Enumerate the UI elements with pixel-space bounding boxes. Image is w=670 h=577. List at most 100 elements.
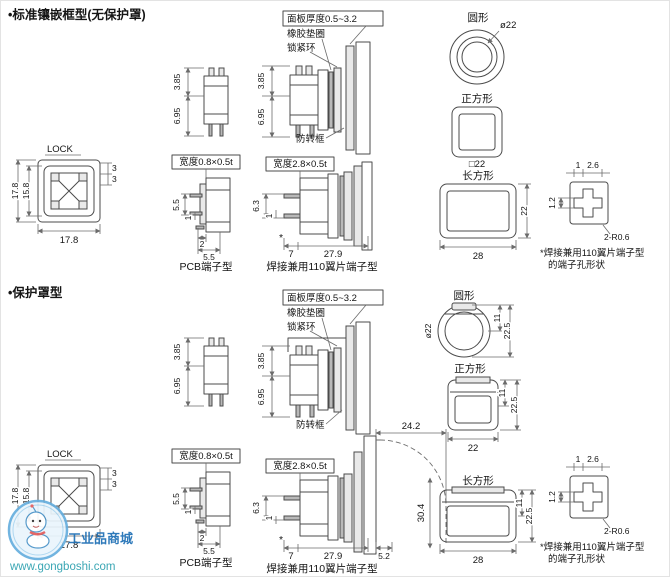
dim-6-3: 6.3: [251, 200, 261, 212]
dim-1: 1: [183, 215, 193, 220]
mascot-scarf: [29, 530, 46, 536]
lock-ring: [333, 347, 342, 413]
callout-box: [282, 10, 384, 27]
rubber-gasket-label: 橡胶垫圈: [287, 28, 325, 40]
inner-square: [454, 395, 492, 424]
std-solder-terminal-view: 宽度2.8×0.5t * 6.3 1 7 27.9 焊接兼用110翼片端子型: [250, 156, 378, 273]
lock-ring-label: 锁紧环: [287, 321, 316, 333]
bezel-outline: [37, 159, 101, 223]
terminal-outline: [569, 181, 609, 225]
lock-label: LOCK: [47, 449, 74, 460]
dim-2: 2: [200, 239, 205, 249]
dim-3: 3: [112, 174, 117, 184]
mascot-antenna: [32, 506, 37, 513]
ext-lines: [558, 463, 611, 529]
pcb-type-label: PCB端子型: [179, 260, 232, 273]
inner-rect: [446, 505, 510, 537]
lock-ring: [333, 67, 342, 133]
dim-17-8: 17.8: [60, 540, 79, 551]
mascot-antenna-dot: [30, 504, 34, 508]
dim-sq22: □22: [469, 159, 485, 170]
switch-body: [203, 345, 229, 395]
gasket: [339, 477, 345, 539]
solder-type-label: 焊接兼用110翼片端子型: [266, 260, 377, 273]
solder-width-label: 宽度2.8×0.5t: [273, 460, 327, 472]
cov-assembly-view: 3.85 6.95 防转框: [255, 321, 371, 435]
button-nub: [305, 65, 313, 76]
pcb-pin: [195, 519, 205, 524]
solder-lug: [283, 193, 301, 199]
dim-5-5: 5.5: [171, 199, 181, 211]
dim-2-6: 2.6: [587, 454, 599, 464]
dim-3-85: 3.85: [256, 72, 266, 89]
cov-terminal-hole-detail: 1 2.6 1.2 2-R0.6 *焊接兼用110翼片端子型 的端子孔形状: [540, 453, 645, 566]
section-cover: •保护罩型 面板厚度0.5~3.2 橡胶垫圈 锁紧环 3.8: [8, 285, 645, 575]
cover-hinge: [451, 486, 505, 494]
solder-width-label: 宽度2.8×0.5t: [273, 158, 327, 170]
dim-22-5: 22.5: [524, 507, 534, 524]
pcb-pin: [189, 211, 203, 216]
dim-6-3: 6.3: [251, 502, 261, 514]
pcb-pin: [195, 225, 205, 230]
dia-leader: [487, 30, 500, 44]
dim-1: 1: [264, 213, 274, 218]
dim-6-95: 6.95: [256, 108, 266, 125]
frame: [327, 475, 339, 541]
frame: [317, 349, 329, 411]
ext-lines: [558, 169, 611, 235]
button-nub: [218, 67, 225, 77]
cover-swing-arc: [376, 439, 447, 545]
dim-3: 3: [112, 479, 117, 489]
dim-27-9: 27.9: [324, 551, 343, 562]
dim-17-8: 17.8: [10, 487, 20, 504]
gasket: [339, 175, 345, 237]
body-lines: [290, 84, 318, 116]
asterisk-marker: *: [279, 232, 283, 244]
pcb-type-label: PCB端子型: [179, 556, 232, 569]
contact: [50, 172, 60, 182]
dim-1: 1: [576, 160, 581, 170]
square-label: 正方形: [461, 92, 493, 105]
mount-plate: [361, 161, 373, 251]
solder-lug: [283, 495, 301, 501]
body-lines: [204, 85, 228, 115]
dim-2-r0-6: 2-R0.6: [604, 232, 630, 242]
note-line1: *焊接兼用110翼片端子型: [540, 541, 645, 553]
mascot-head: [25, 511, 47, 533]
cov-pcb-terminal-view: 宽度0.8×0.5t 5.5 1 2 5.5 PCB端子型: [170, 448, 241, 569]
dim-6-95: 6.95: [256, 388, 266, 405]
lock-label: LOCK: [47, 144, 74, 155]
rectangle-label: 长方形: [462, 474, 494, 487]
watermark-url: www.gongboshi.com: [9, 561, 115, 573]
frame: [317, 69, 329, 131]
note-line1: *焊接兼用110翼片端子型: [540, 247, 645, 259]
dim-11: 11: [492, 313, 502, 322]
bezel-outline: [37, 464, 101, 528]
dim-27-9: 27.9: [324, 249, 343, 260]
button-nub: [295, 65, 303, 76]
ext-lines: [262, 65, 290, 138]
inner-rect: [446, 190, 510, 232]
button-nub: [208, 337, 215, 347]
panel-plate: [353, 451, 363, 553]
watermark-logo: 工业品商城 www.gongboshi.com: [7, 499, 133, 573]
dim-28: 28: [473, 251, 484, 262]
panel-plate: [353, 165, 363, 247]
button-outline: [43, 165, 95, 217]
section-title-cover: •保护罩型: [8, 285, 63, 300]
dim-22-5: 22.5: [509, 396, 519, 413]
terminal-pin: [219, 393, 224, 407]
contact: [78, 172, 88, 182]
contact: [78, 477, 88, 487]
contact: [50, 200, 60, 210]
std-callouts: 面板厚度0.5~3.2 橡胶垫圈 锁紧环: [282, 10, 384, 71]
std-shape-rectangle: 长方形 28 22: [439, 169, 531, 262]
pcb-width-label: 宽度0.8×0.5t: [179, 156, 233, 168]
std-shape-square: 正方形 □22: [451, 92, 503, 170]
lock-ring-label: 锁紧环: [287, 42, 316, 54]
dim-1: 1: [183, 509, 193, 514]
dim-11: 11: [514, 498, 524, 507]
outer-square: [451, 106, 503, 158]
terminal-pin: [295, 124, 301, 138]
dim-5-2: 5.2: [378, 551, 390, 561]
